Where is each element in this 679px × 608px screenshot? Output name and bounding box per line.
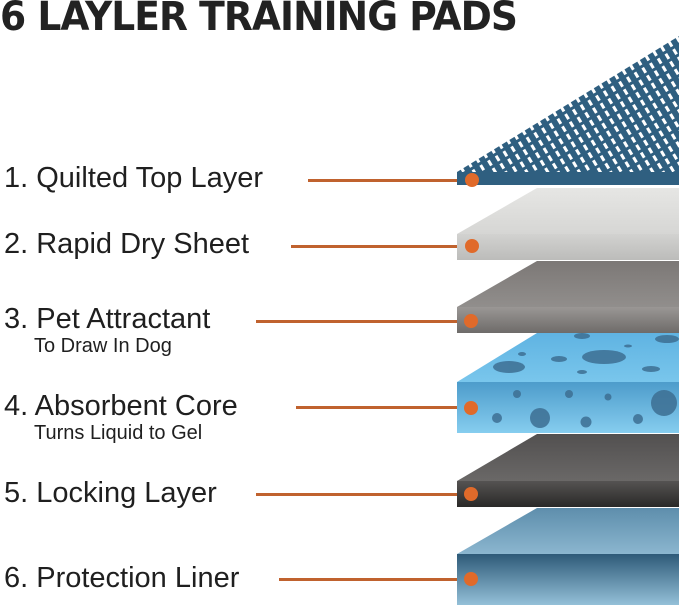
connector-line-2 [291,245,470,248]
layer-5-locking-layer [457,434,679,507]
marker-dot-icon [464,487,478,501]
layer-label-5: 5. Locking Layer [4,477,217,509]
layer-label-1: 1. Quilted Top Layer [4,162,263,194]
marker-dots [464,173,479,586]
connector-line-6 [279,578,470,581]
marker-dot-icon [465,173,479,187]
layer-subtitle: Turns Liquid to Gel [34,422,203,444]
marker-dot-icon [464,314,478,328]
layer-name: 3. Pet Attractant [4,303,211,335]
connector-line-5 [256,493,470,496]
connector-line-4 [296,406,470,409]
layer-name: 4. Absorbent Core [4,390,238,422]
connector-line-1 [308,179,470,182]
layer-label-2: 2. Rapid Dry Sheet [4,228,249,260]
layer-3-pet-attractant [457,261,679,333]
marker-dot-icon [464,572,478,586]
layer-name: 1. Quilted Top Layer [4,162,264,194]
layer-4-absorbent-core [457,333,679,433]
layer-2-rapid-dry-sheet [457,188,679,260]
connector-line-3 [256,320,470,323]
marker-dot-icon [465,239,479,253]
marker-dot-icon [464,401,478,415]
layer-label-6: 6. Protection Liner [4,562,239,594]
diagram-title: 6 LAYLER TRAINING PADS [0,0,518,40]
layer-subtitle: To Draw In Dog [34,335,172,357]
layer-label-4: 4. Absorbent Core Turns Liquid to Gel [4,390,238,444]
layer-6-protection-liner [457,508,679,605]
layer-name: 6. Protection Liner [4,562,240,594]
layer-name: 5. Locking Layer [4,477,217,509]
layer-1-quilted-top [457,36,679,185]
layer-name: 2. Rapid Dry Sheet [4,228,250,260]
layer-label-3: 3. Pet Attractant To Draw In Dog [4,303,210,357]
